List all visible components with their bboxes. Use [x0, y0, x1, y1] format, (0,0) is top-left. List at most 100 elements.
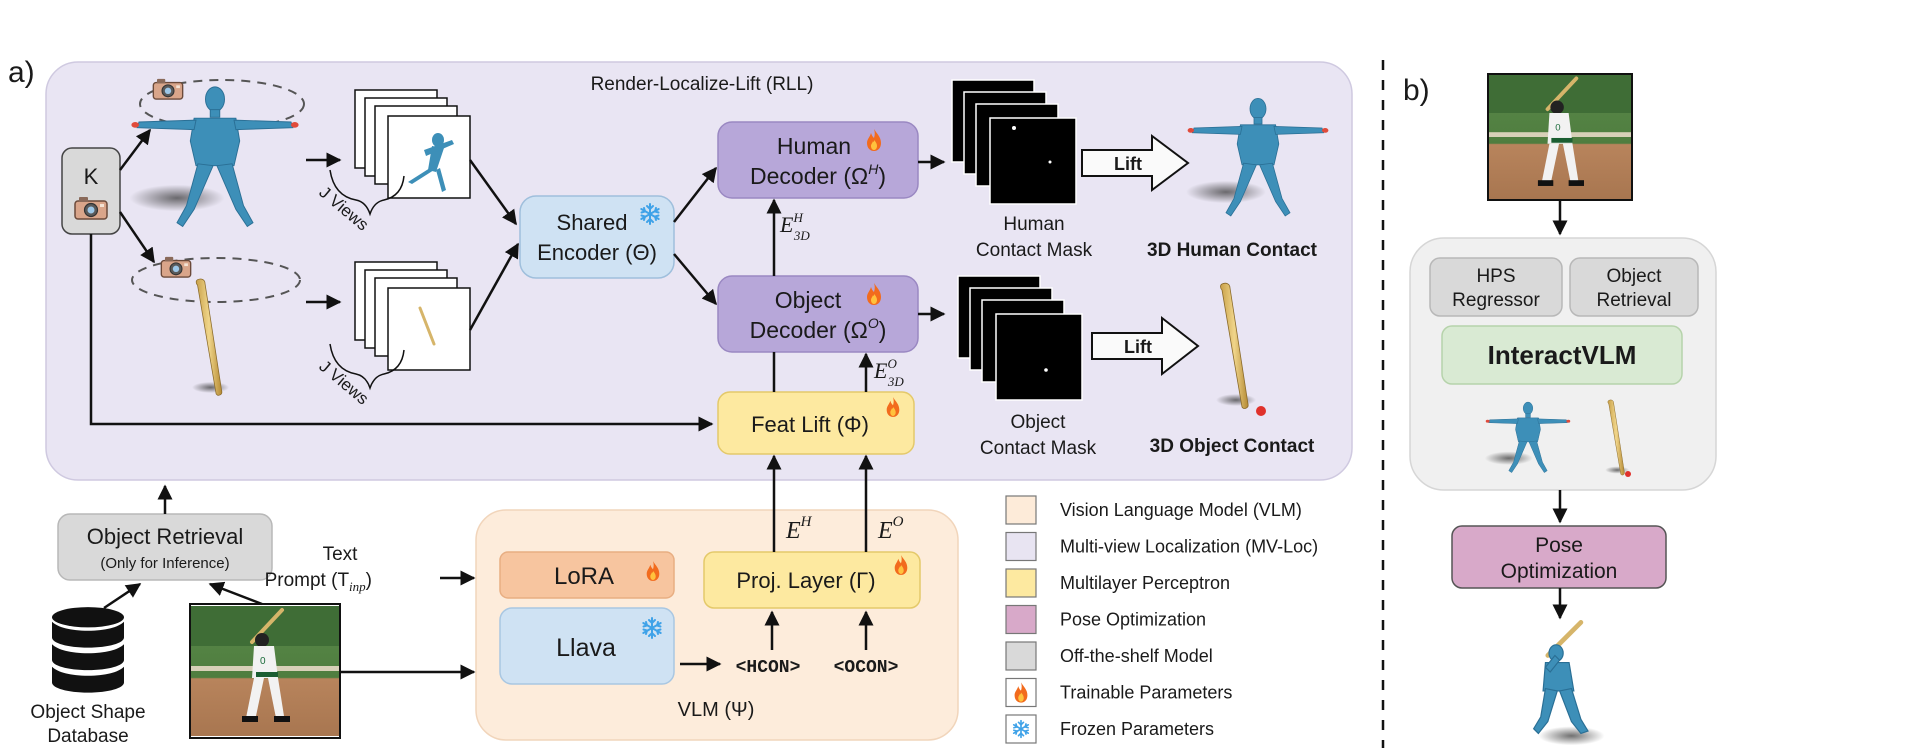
human-decoder-line1: Human [777, 133, 851, 159]
camera-icon [152, 78, 184, 100]
legend-item: Vision Language Model (VLM) [1005, 495, 1302, 525]
legend: Vision Language Model (VLM) Multi-view Lo… [1005, 495, 1318, 744]
lift-arrow-object [1091, 315, 1200, 377]
legend-swatch [1005, 641, 1037, 671]
encoder-line1: Shared [557, 210, 628, 235]
legend-label: Trainable Parameters [1060, 683, 1232, 703]
legend-swatch [1005, 495, 1037, 525]
human-decoder-line2: Decoder (ΩH) [750, 161, 886, 189]
camera-k-box [61, 147, 121, 235]
object-camera-orbit [131, 257, 301, 303]
interactvlm-label: InteractVLM [1488, 340, 1637, 370]
object-mask-line1: Object [1011, 412, 1067, 433]
arrow-image-to-retrieval [208, 581, 263, 606]
legend-item: Trainable Parameters [1005, 677, 1232, 708]
object-contact-mask-stack [957, 275, 1083, 401]
text-prompt-line1: Text [323, 544, 359, 565]
pose-line2: Optimization [1501, 560, 1618, 583]
arrow-k-to-featlift [89, 234, 714, 432]
camera-icon [160, 256, 192, 278]
input-image [190, 606, 340, 736]
object-retrieval-b-box [1569, 257, 1699, 317]
arrow-encoder-to-human-decoder [673, 166, 717, 223]
legend-label: Frozen Parameters [1060, 719, 1214, 739]
human-views-brace [329, 169, 405, 217]
arrow-human-views-to-encoder [468, 159, 518, 226]
hps-line1: HPS [1476, 266, 1515, 287]
panel-b-label: b) [1403, 74, 1430, 107]
lora-label: LoRA [554, 563, 614, 590]
retrieval-b-line2: Retrieval [1597, 290, 1672, 311]
lift-label-object: Lift [1124, 337, 1152, 357]
camera-k-label: K [84, 164, 99, 189]
legend-label: Pose Optimization [1060, 610, 1206, 630]
human-contact-label: 3D Human Contact [1147, 240, 1318, 261]
encoder-line2: Encoder (Θ) [537, 240, 657, 265]
human-contact-mask-stack [951, 79, 1077, 205]
object-decoder-line1: Object [775, 287, 842, 313]
arrow-k-to-object [118, 211, 156, 264]
eo-label: EO [877, 514, 904, 544]
human-views-stack [354, 89, 471, 199]
database-line2: Database [47, 726, 128, 747]
proj-layer-box [703, 551, 921, 609]
legend-label: Off-the-shelf Model [1060, 646, 1213, 666]
lift-arrow-human [1081, 134, 1190, 192]
lift-label-human: Lift [1114, 154, 1142, 174]
panel-b-output-image [1534, 622, 1605, 745]
object-retrieval-line2: (Only for Inference) [100, 555, 229, 572]
retrieval-b-line1: Object [1607, 266, 1663, 287]
object-contact-label: 3D Object Contact [1150, 436, 1315, 457]
rll-title: Render-Localize-Lift (RLL) [591, 74, 814, 95]
panel-b-contact-point [1625, 471, 1631, 477]
object-views-brace [329, 343, 405, 391]
proj-layer-label: Proj. Layer (Γ) [736, 568, 875, 593]
arrow-db-to-retrieval [103, 582, 142, 610]
text-prompt-line2: Prompt (Tinp) [265, 570, 372, 594]
lora-box [499, 551, 675, 599]
legend-swatch [1005, 604, 1037, 635]
shared-encoder-box [519, 195, 675, 279]
legend-label: Multi-view Localization (MV-Loc) [1060, 537, 1318, 557]
arrow-encoder-to-object-decoder [673, 253, 717, 306]
legend-item: Multi-view Localization (MV-Loc) [1005, 531, 1318, 562]
ocon-token: <OCON> [834, 658, 899, 678]
object-decoder-line2: Decoder (ΩO) [750, 315, 887, 343]
hps-regressor-box [1429, 257, 1563, 317]
llava-label: Llava [556, 634, 616, 662]
object-mask-line2: Contact Mask [980, 438, 1097, 459]
human-mask-line2: Contact Mask [976, 240, 1093, 261]
hcon-token: <HCON> [736, 658, 801, 678]
database-line1: Object Shape [30, 702, 145, 723]
human-mask-line1: Human [1003, 214, 1064, 235]
legend-item: Multilayer Perceptron [1005, 568, 1230, 598]
hps-line2: Regressor [1452, 290, 1540, 311]
llava-box [499, 607, 675, 685]
object-contact-point [1256, 406, 1266, 416]
legend-item: Off-the-shelf Model [1005, 641, 1213, 671]
legend-label: Vision Language Model (VLM) [1060, 500, 1302, 520]
eh-label: EH [785, 514, 813, 544]
object-views-stack [354, 261, 471, 371]
human-camera-orbit [139, 79, 305, 129]
legend-item: Pose Optimization [1005, 604, 1206, 635]
vlm-label: VLM (Ψ) [678, 699, 755, 721]
legend-swatch [1005, 568, 1037, 598]
arrow-object-views-to-encoder [468, 242, 520, 331]
feat-lift-box [717, 391, 915, 455]
interactvlm-box [1441, 325, 1683, 385]
panel-b-input-image [1488, 74, 1632, 200]
camera-icon [74, 196, 108, 220]
panel-a-label: a) [8, 56, 35, 89]
legend-swatch [1005, 531, 1037, 562]
arrow-k-to-human [119, 128, 151, 171]
pose-line1: Pose [1535, 534, 1583, 557]
database-icon [52, 607, 124, 693]
legend-label: Multilayer Perceptron [1060, 573, 1230, 593]
legend-item: Frozen Parameters [1005, 714, 1214, 744]
feat-lift-label: Feat Lift (Φ) [751, 412, 869, 437]
object-retrieval-line1: Object Retrieval [87, 524, 244, 549]
